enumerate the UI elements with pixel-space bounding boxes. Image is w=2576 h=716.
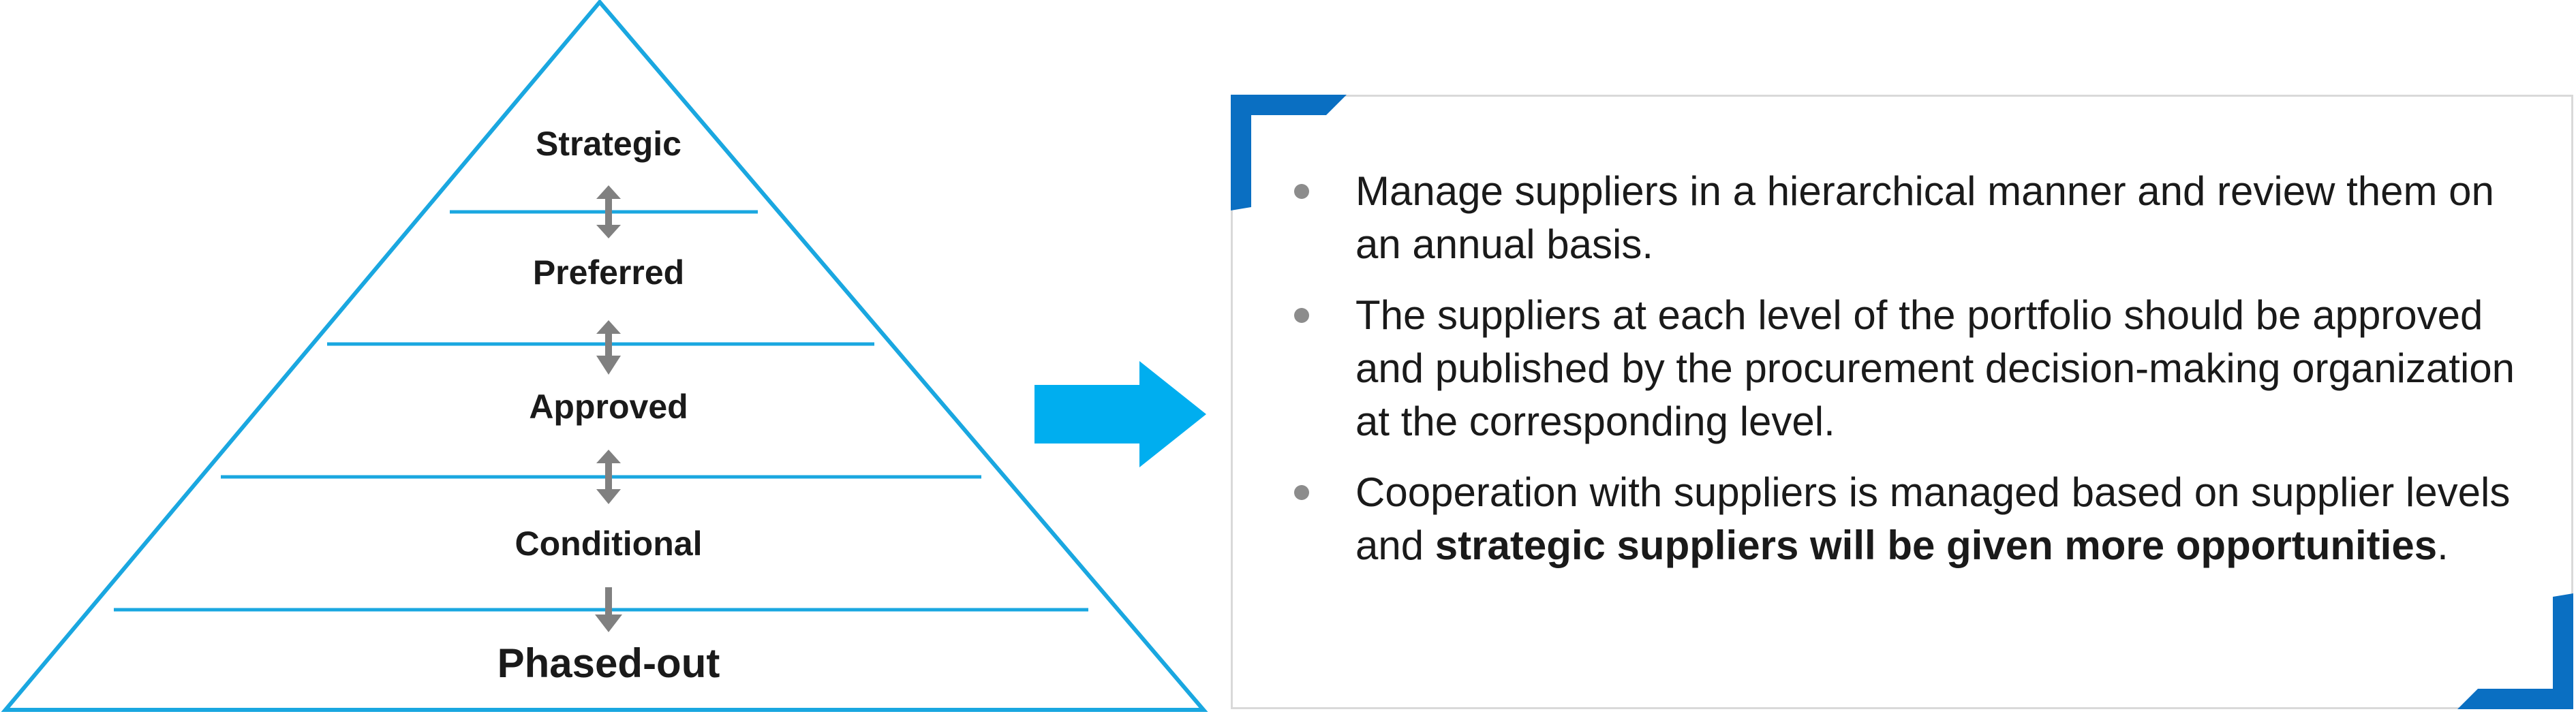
level-label-conditional: Conditional <box>515 525 703 563</box>
double-arrow-icon <box>596 320 621 375</box>
bullet-icon <box>1294 308 1309 323</box>
double-arrow-icon <box>596 450 621 504</box>
corner-accent-top-left <box>1231 95 1347 211</box>
bullet-text: . <box>2437 523 2449 568</box>
pyramid-outline <box>1 0 1208 712</box>
level-label-preferred: Preferred <box>533 253 684 292</box>
supplier-pyramid-diagram: Strategic Preferred Approved Conditional… <box>1 0 1208 712</box>
corner-accent-bottom-right <box>2457 593 2573 709</box>
bullet-item: Manage suppliers in a hierarchical manne… <box>1294 165 2534 271</box>
level-label-phased-out: Phased-out <box>497 640 720 686</box>
bullet-text-emphasis: strategic suppliers will be given more o… <box>1435 523 2438 568</box>
bullet-text: The suppliers at each level of the portf… <box>1355 292 2515 444</box>
bullet-text: Cooperation with suppliers is managed ba… <box>1355 469 2511 568</box>
bullet-icon <box>1294 184 1309 199</box>
bullet-icon <box>1294 485 1309 500</box>
bullet-item: The suppliers at each level of the portf… <box>1294 289 2534 448</box>
down-arrow-icon <box>595 587 622 632</box>
double-arrow-icon <box>596 185 621 238</box>
level-label-approved: Approved <box>529 388 688 426</box>
bullet-list: Manage suppliers in a hierarchical manne… <box>1294 165 2534 590</box>
bullet-item: Cooperation with suppliers is managed ba… <box>1294 466 2534 572</box>
callout-box: Manage suppliers in a hierarchical manne… <box>1231 95 2573 709</box>
right-arrow-icon <box>1034 361 1206 467</box>
level-label-strategic: Strategic <box>536 125 681 163</box>
bullet-text: Manage suppliers in a hierarchical manne… <box>1355 168 2494 267</box>
